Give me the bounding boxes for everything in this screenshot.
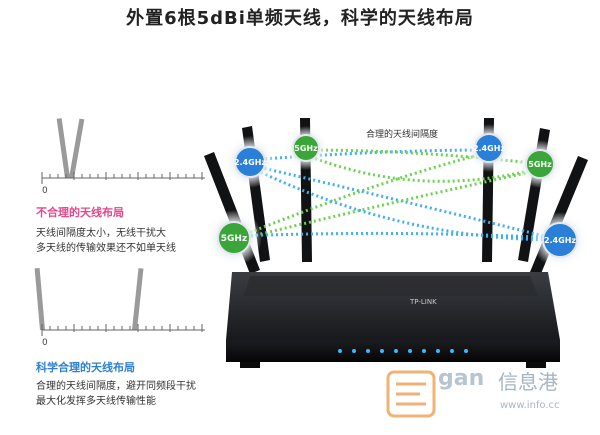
svg-text:5GHz: 5GHz xyxy=(221,234,247,244)
badge-2g-right-top xyxy=(474,133,504,163)
bad-desc-line1: 天线间隔度太小，无线干扰大 xyxy=(36,228,166,239)
svg-text:2.4GHz: 2.4GHz xyxy=(473,144,505,153)
svg-text:5GHz: 5GHz xyxy=(294,144,318,153)
good-antenna-left xyxy=(34,267,45,331)
bad-ruler-zero: 0 xyxy=(42,186,48,196)
bad-layout-description: 天线间隔度太小，无线干扰大 多天线的传输效果还不如单天线 xyxy=(36,226,206,256)
bad-antenna-left xyxy=(56,118,70,179)
page-title: 外置6根5dBi单频天线，科学的天线布局 xyxy=(126,8,474,29)
svg-text:5GHz: 5GHz xyxy=(528,160,552,169)
good-desc-line2: 最大化发挥多天线传输性能 xyxy=(36,396,156,407)
good-antenna-right xyxy=(132,268,144,331)
watermark: gan 信息港 www.info.cc xyxy=(380,358,600,435)
good-ruler xyxy=(41,324,205,336)
badge-5g-right-top xyxy=(525,149,555,179)
badge-5g-left-top xyxy=(292,134,320,162)
bad-layout-heading: 不合理的天线布局 xyxy=(36,206,124,219)
good-layout-description: 合理的天线间隔度，避开同频段干扰 最大化发挥多天线传输性能 xyxy=(36,379,211,409)
signal-lines xyxy=(235,148,561,242)
router-leds xyxy=(338,349,468,353)
good-layout-heading: 科学合理的天线布局 xyxy=(36,361,135,374)
good-ruler-zero: 0 xyxy=(42,338,48,348)
router-brand: TP-LINK xyxy=(409,298,437,306)
spacing-label: 合理的天线间隔度 xyxy=(366,130,439,140)
bad-layout-diagram: 0 xyxy=(41,118,205,196)
good-layout-diagram: 0 xyxy=(34,267,205,348)
router-front xyxy=(226,340,560,362)
badge-2g-right-bottom xyxy=(542,222,578,258)
svg-text:2.4GHz: 2.4GHz xyxy=(544,236,576,245)
bad-ruler xyxy=(41,172,205,184)
bad-antenna-right xyxy=(69,118,85,179)
badge-5g-left-bottom xyxy=(217,221,251,255)
good-desc-line1: 合理的天线间隔度，避开同频段干扰 xyxy=(36,381,196,392)
badge-2g-left-top xyxy=(234,146,266,178)
bad-desc-line2: 多天线的传输效果还不如单天线 xyxy=(36,243,176,254)
watermark-word: gan xyxy=(438,366,485,391)
watermark-logo xyxy=(386,370,436,418)
watermark-url: www.info.cc xyxy=(500,400,560,411)
svg-text:2.4GHz: 2.4GHz xyxy=(234,158,266,167)
frequency-badges: 2.4GHz 5GHz 2.4GHz 5GHz 5GHz 2.4GHz xyxy=(206,124,588,268)
watermark-text: 信息港 xyxy=(498,370,558,394)
